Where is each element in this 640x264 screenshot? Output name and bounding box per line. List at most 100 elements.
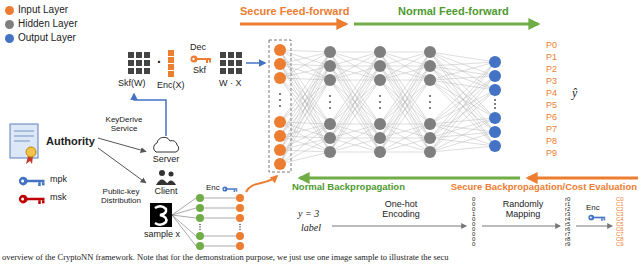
network-link — [330, 52, 380, 124]
ellipsis-dot — [239, 224, 241, 226]
ciphertext-entry: C9 — [616, 241, 624, 247]
certificate-icon — [10, 124, 38, 164]
neuron — [274, 116, 286, 128]
network-link — [380, 124, 430, 152]
ellipsis-dot — [199, 224, 201, 226]
svg-part — [220, 52, 226, 58]
network-link — [280, 52, 330, 136]
fan-line — [172, 208, 196, 215]
neuron — [374, 146, 386, 158]
math-operator: · — [157, 54, 162, 70]
authority-box: Authority — [8, 120, 98, 166]
matrix-sk — [128, 52, 150, 74]
network-link — [380, 66, 430, 80]
phase-title: Normal Feed-forward — [398, 5, 509, 17]
svg-part — [159, 170, 165, 176]
node-text: Client — [154, 186, 177, 196]
neuron — [489, 56, 501, 68]
svg-part — [168, 57, 174, 63]
network-link — [430, 62, 495, 80]
step-label: Enc — [206, 183, 220, 192]
network-link — [430, 52, 495, 118]
network-link — [280, 80, 330, 164]
svg-part — [166, 181, 176, 186]
ellipsis-dot — [329, 95, 331, 97]
network-link — [430, 80, 495, 118]
step-label: One-hot Encoding — [372, 199, 430, 219]
network-link — [430, 62, 495, 152]
output-probability: P2 — [546, 64, 557, 74]
client-box: Client — [146, 168, 186, 198]
neuron — [374, 46, 386, 58]
neuron — [274, 144, 286, 156]
ellipsis-dot — [494, 99, 496, 101]
network-link — [380, 80, 430, 81]
node-text: Authority — [46, 135, 95, 147]
legend-swatch — [5, 20, 14, 29]
neuron — [489, 70, 501, 82]
svg-part — [228, 52, 234, 58]
ellipsis-dot — [239, 229, 241, 231]
network-link — [380, 124, 430, 138]
svg-part — [228, 60, 234, 66]
neuron — [374, 132, 386, 144]
svg-part — [156, 180, 168, 186]
output-probability: P4 — [546, 88, 557, 98]
network-link — [380, 52, 430, 124]
neuron — [374, 74, 386, 86]
network-link — [330, 124, 380, 138]
neuron — [274, 44, 286, 56]
fan-line — [172, 215, 196, 218]
ellipsis-dot — [279, 105, 281, 107]
network-link — [380, 80, 430, 152]
output-probability: P7 — [546, 124, 557, 134]
svg-part — [128, 60, 134, 66]
math-label: Skf — [193, 65, 206, 75]
svg-part — [128, 52, 134, 58]
network-link — [330, 124, 380, 125]
math-label: Skf(W) — [118, 78, 146, 88]
neuron — [324, 146, 336, 158]
svg-part — [354, 23, 538, 26]
svg-part — [14, 136, 34, 137]
network-link — [380, 124, 430, 138]
edge-label: KeyDerive Service — [102, 116, 146, 134]
neuron — [489, 112, 501, 124]
network-link — [380, 80, 430, 152]
network-link — [280, 50, 330, 152]
ellipsis-dot — [279, 93, 281, 95]
raw-input — [196, 204, 204, 212]
ellipsis-dot — [199, 229, 201, 231]
network-link — [330, 52, 380, 80]
network-link — [280, 66, 330, 164]
ellipsis-dot — [494, 107, 496, 109]
neuron — [274, 158, 286, 170]
network-link — [430, 76, 495, 152]
raw-input — [196, 194, 204, 202]
raw-input — [196, 214, 204, 222]
node-text: sample x — [144, 229, 180, 239]
network-link — [380, 66, 430, 152]
svg-part — [332, 226, 466, 227]
network-link — [330, 138, 380, 152]
encrypted-input — [236, 214, 244, 222]
flow-arrows — [240, 24, 638, 178]
enc-line — [204, 246, 236, 247]
legend-text: Input Layer — [18, 4, 68, 15]
network-link — [280, 124, 330, 150]
svg-part — [136, 60, 142, 66]
secure-region — [269, 40, 291, 172]
ellipsis-dot — [494, 103, 496, 105]
svg-part — [14, 131, 34, 132]
svg-part — [236, 68, 242, 74]
network-link — [430, 66, 495, 146]
svg-part — [576, 226, 612, 227]
neuron — [489, 140, 501, 152]
connector — [98, 148, 146, 183]
vector-entry: r9 — [565, 241, 570, 247]
svg-part — [300, 177, 520, 180]
network-link — [280, 52, 330, 150]
legend-swatch — [5, 6, 14, 15]
network-link — [430, 62, 495, 66]
